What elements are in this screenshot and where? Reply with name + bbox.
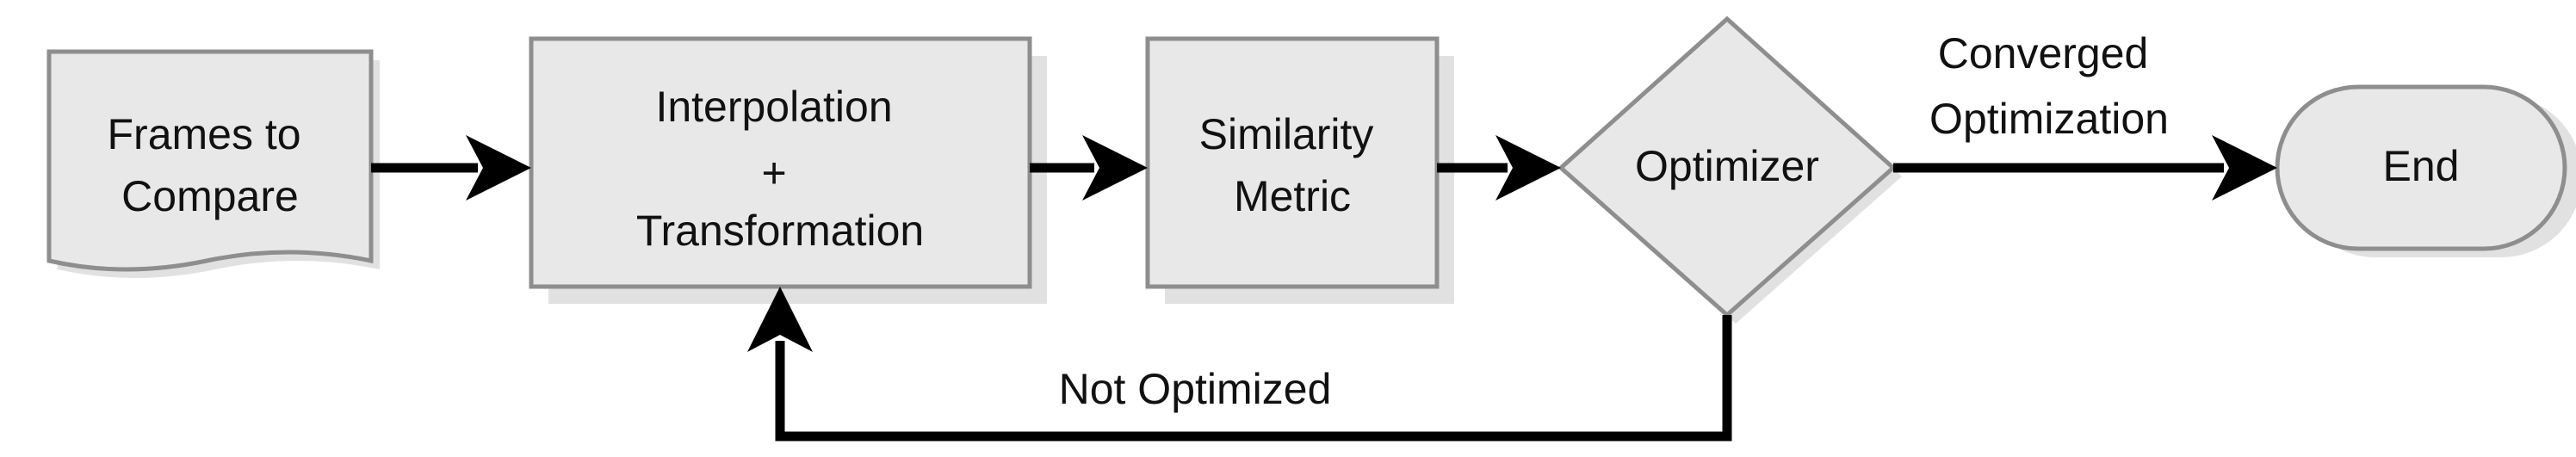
- similarity-metric-line-1: Similarity: [1199, 110, 1374, 158]
- optimizer-line-1: Optimizer: [1635, 142, 1819, 190]
- edge-optimizer-to-end-arrowhead: [2212, 135, 2277, 201]
- interpolation-transformation-shape: [529, 36, 1032, 289]
- end-label: End: [2383, 142, 2460, 190]
- edge-frames-to-interpolation-arrowhead: [466, 135, 531, 201]
- edge-optimizer-to-end: Converged Optimization: [1893, 29, 2277, 201]
- optimizer-label: Optimizer: [1635, 142, 1819, 190]
- not-optimized-line-1: Not Optimized: [1059, 365, 1332, 413]
- optimizer-node: Optimizer: [1557, 15, 1902, 324]
- converged-optimization-line-2: Optimization: [1929, 95, 2169, 143]
- frames-to-compare-node: Frames to Compare: [46, 49, 380, 278]
- similarity-metric-node: Similarity Metric: [1145, 36, 1454, 304]
- converged-optimization-line-1: Converged: [1938, 29, 2149, 77]
- edge-not-optimized-line: [775, 315, 1732, 442]
- end-node: End: [2275, 84, 2576, 257]
- interpolation-transformation-line-3: Transformation: [636, 207, 924, 255]
- frames-to-compare-line-2: Compare: [121, 172, 299, 220]
- edge-similarity-to-optimizer: [1437, 135, 1561, 201]
- frames-to-compare-shape: [46, 49, 374, 272]
- similarity-metric-line-2: Metric: [1234, 172, 1351, 220]
- interpolation-transformation-line-1: Interpolation: [655, 83, 892, 131]
- edge-interpolation-to-similarity-arrowhead: [1082, 135, 1148, 201]
- interpolation-transformation-line-2: +: [761, 149, 786, 197]
- edge-similarity-to-optimizer-arrowhead: [1495, 135, 1561, 201]
- edge-not-optimized-feedback: Not Optimized: [747, 287, 1732, 442]
- frames-to-compare-line-1: Frames to: [108, 110, 301, 158]
- frames-to-compare-label: Frames to Compare: [108, 110, 313, 220]
- not-optimized-label: Not Optimized: [1059, 365, 1332, 413]
- edge-not-optimized-arrowhead: [747, 287, 813, 352]
- end-line-1: End: [2383, 142, 2460, 190]
- similarity-metric-shape: [1145, 36, 1440, 289]
- edge-frames-to-interpolation: [371, 135, 531, 201]
- edge-interpolation-to-similarity: [1030, 135, 1148, 201]
- interpolation-transformation-label: Interpolation + Transformation: [636, 83, 924, 255]
- interpolation-transformation-node: Interpolation + Transformation: [529, 36, 1047, 304]
- converged-optimization-label: Converged Optimization: [1929, 29, 2169, 143]
- similarity-metric-label: Similarity Metric: [1199, 110, 1386, 220]
